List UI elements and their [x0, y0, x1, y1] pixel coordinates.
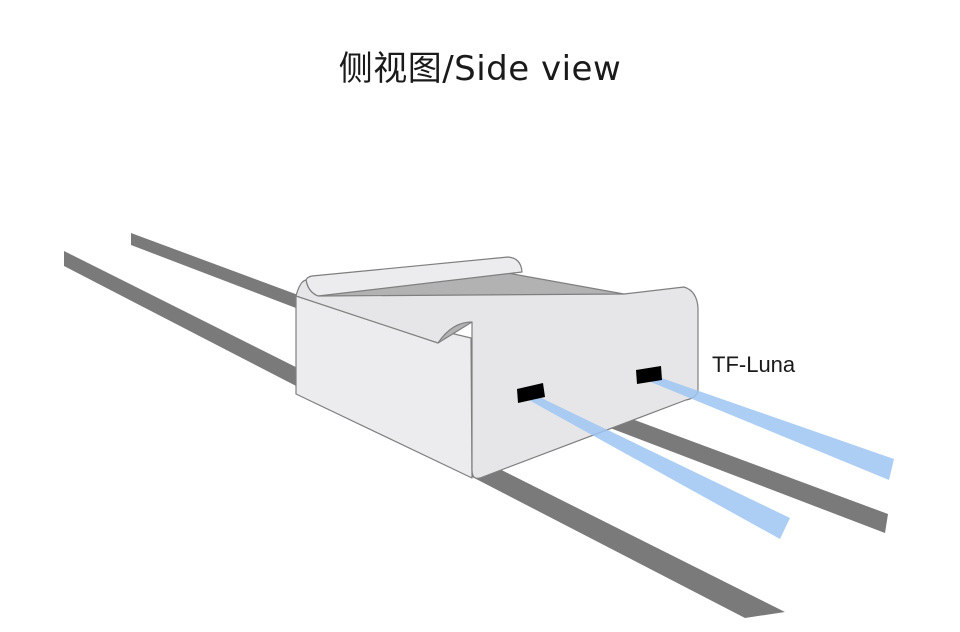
laser-beam-left — [527, 393, 790, 539]
tf-luna-sensor-left — [517, 383, 545, 403]
tf-luna-sensor-right — [636, 366, 662, 384]
tf-luna-label: TF-Luna — [712, 352, 796, 377]
laser-beam-right — [646, 374, 894, 480]
diagram-title: 侧视图/Side view — [338, 49, 622, 89]
